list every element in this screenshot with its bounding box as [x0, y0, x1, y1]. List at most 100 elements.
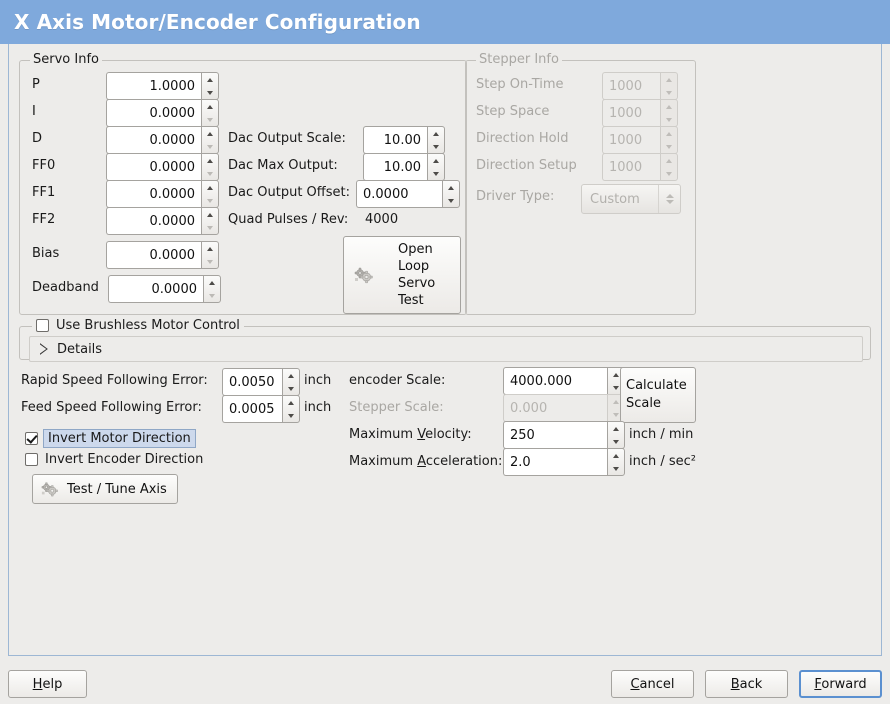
rapid-following-error-spin[interactable]: 0.0050: [222, 368, 300, 396]
feed-following-error-unit: inch: [304, 400, 332, 415]
spin-down-icon[interactable]: [202, 255, 218, 268]
dac-output-scale-spin[interactable]: 10.00: [363, 126, 445, 154]
spin-down-icon[interactable]: [428, 140, 444, 153]
invert-motor-direction-checkbox[interactable]: Invert Motor Direction: [25, 429, 196, 448]
page-title: X Axis Motor/Encoder Configuration: [14, 10, 421, 34]
spin-up-icon[interactable]: [283, 396, 299, 409]
rapid-following-error-buttons[interactable]: [282, 368, 300, 396]
maximum-velocity-value[interactable]: 250: [503, 421, 607, 449]
servo-spin-deadband[interactable]: 0.0000: [108, 275, 221, 303]
servo-spin-d[interactable]: 0.0000: [106, 126, 219, 154]
spin-down-icon[interactable]: [283, 382, 299, 395]
servo-spin-ff2[interactable]: 0.0000: [106, 207, 219, 235]
dac-output-offset-spin[interactable]: 0.0000: [356, 180, 460, 208]
back-button-label: Back: [730, 676, 763, 692]
servo-spin-p-buttons[interactable]: [201, 72, 219, 100]
servo-value-ff2[interactable]: 0.0000: [106, 207, 201, 235]
spin-down-icon[interactable]: [202, 140, 218, 153]
servo-value-d[interactable]: 0.0000: [106, 126, 201, 154]
servo-value-p[interactable]: 1.0000: [106, 72, 201, 100]
dac-output-scale-buttons[interactable]: [427, 126, 445, 154]
dac-max-output-spin[interactable]: 10.00: [363, 153, 445, 181]
spin-down-icon[interactable]: [428, 167, 444, 180]
spin-down-icon[interactable]: [202, 113, 218, 126]
test-tune-axis-button[interactable]: Test / Tune Axis: [32, 474, 178, 504]
cancel-button[interactable]: Cancel: [611, 670, 694, 698]
spin-up-icon[interactable]: [202, 100, 218, 113]
spin-up-icon[interactable]: [202, 127, 218, 140]
feed-following-error-value[interactable]: 0.0005: [222, 395, 282, 423]
feed-following-error-buttons[interactable]: [282, 395, 300, 423]
triangle-right-icon[interactable]: [40, 343, 48, 355]
servo-spin-deadband-buttons[interactable]: [203, 275, 221, 303]
step-on-time-label: Step On-Time: [476, 77, 564, 92]
rapid-following-error-value[interactable]: 0.0050: [222, 368, 282, 396]
dac-output-offset-buttons[interactable]: [442, 180, 460, 208]
spin-down-icon[interactable]: [202, 194, 218, 207]
help-button[interactable]: Help: [8, 670, 87, 698]
servo-spin-bias-buttons[interactable]: [201, 241, 219, 269]
feed-following-error-spin[interactable]: 0.0005: [222, 395, 300, 423]
servo-value-bias[interactable]: 0.0000: [106, 241, 201, 269]
direction-hold-label: Direction Hold: [476, 131, 569, 146]
servo-spin-ff1[interactable]: 0.0000: [106, 180, 219, 208]
spin-up-icon[interactable]: [202, 73, 218, 86]
checkbox-box[interactable]: [25, 453, 38, 466]
spin-down-icon[interactable]: [204, 289, 220, 302]
use-brushless-motor-control-checkbox[interactable]: Use Brushless Motor Control: [32, 318, 244, 333]
maximum-velocity-buttons[interactable]: [607, 421, 625, 449]
spin-down-icon[interactable]: [202, 221, 218, 234]
spin-up-icon[interactable]: [202, 181, 218, 194]
servo-value-deadband[interactable]: 0.0000: [108, 275, 203, 303]
encoder-scale-spin[interactable]: 4000.000: [503, 367, 625, 395]
details-expander[interactable]: Details: [29, 336, 863, 362]
dac-max-output-buttons[interactable]: [427, 153, 445, 181]
servo-spin-p[interactable]: 1.0000: [106, 72, 219, 100]
spin-down-icon[interactable]: [608, 435, 624, 448]
step-on-time-value: 1000: [602, 72, 660, 100]
invert-encoder-direction-checkbox[interactable]: Invert Encoder Direction: [25, 452, 203, 467]
spin-up-icon[interactable]: [204, 276, 220, 289]
dac-max-output-value[interactable]: 10.00: [363, 153, 427, 181]
spin-down-icon[interactable]: [202, 86, 218, 99]
back-button[interactable]: Back: [705, 670, 788, 698]
servo-spin-ff0-buttons[interactable]: [201, 153, 219, 181]
open-loop-servo-test-button[interactable]: Open Loop Servo Test: [343, 236, 461, 314]
servo-spin-i[interactable]: 0.0000: [106, 99, 219, 127]
spin-up-icon[interactable]: [608, 422, 624, 435]
spin-up-icon[interactable]: [202, 242, 218, 255]
servo-spin-i-buttons[interactable]: [201, 99, 219, 127]
spin-up-icon[interactable]: [443, 181, 459, 194]
spin-up-icon[interactable]: [428, 127, 444, 140]
spin-up-icon[interactable]: [608, 449, 624, 462]
maximum-acceleration-spin[interactable]: 2.0: [503, 448, 625, 476]
servo-value-i[interactable]: 0.0000: [106, 99, 201, 127]
servo-value-ff0[interactable]: 0.0000: [106, 153, 201, 181]
dac-output-offset-value[interactable]: 0.0000: [356, 180, 442, 208]
calculate-scale-button[interactable]: Calculate Scale: [620, 367, 696, 423]
servo-spin-ff0[interactable]: 0.0000: [106, 153, 219, 181]
spin-up-icon[interactable]: [608, 368, 624, 381]
spin-up-icon[interactable]: [202, 154, 218, 167]
dac-output-scale-value[interactable]: 10.00: [363, 126, 427, 154]
servo-spin-ff1-buttons[interactable]: [201, 180, 219, 208]
servo-spin-d-buttons[interactable]: [201, 126, 219, 154]
spin-up-icon[interactable]: [202, 208, 218, 221]
forward-button[interactable]: Forward: [799, 670, 882, 698]
spin-down-icon[interactable]: [202, 167, 218, 180]
servo-spin-ff2-buttons[interactable]: [201, 207, 219, 235]
spin-down-icon[interactable]: [608, 381, 624, 394]
spin-down-icon[interactable]: [608, 462, 624, 475]
maximum-acceleration-buttons[interactable]: [607, 448, 625, 476]
spin-down-icon[interactable]: [283, 409, 299, 422]
spin-up-icon[interactable]: [428, 154, 444, 167]
maximum-acceleration-value[interactable]: 2.0: [503, 448, 607, 476]
servo-spin-bias[interactable]: 0.0000: [106, 241, 219, 269]
checkbox-box[interactable]: [36, 319, 49, 332]
encoder-scale-value[interactable]: 4000.000: [503, 367, 607, 395]
checkbox-box[interactable]: [25, 432, 38, 445]
spin-up-icon[interactable]: [283, 369, 299, 382]
maximum-velocity-spin[interactable]: 250: [503, 421, 625, 449]
servo-value-ff1[interactable]: 0.0000: [106, 180, 201, 208]
spin-down-icon[interactable]: [443, 194, 459, 207]
